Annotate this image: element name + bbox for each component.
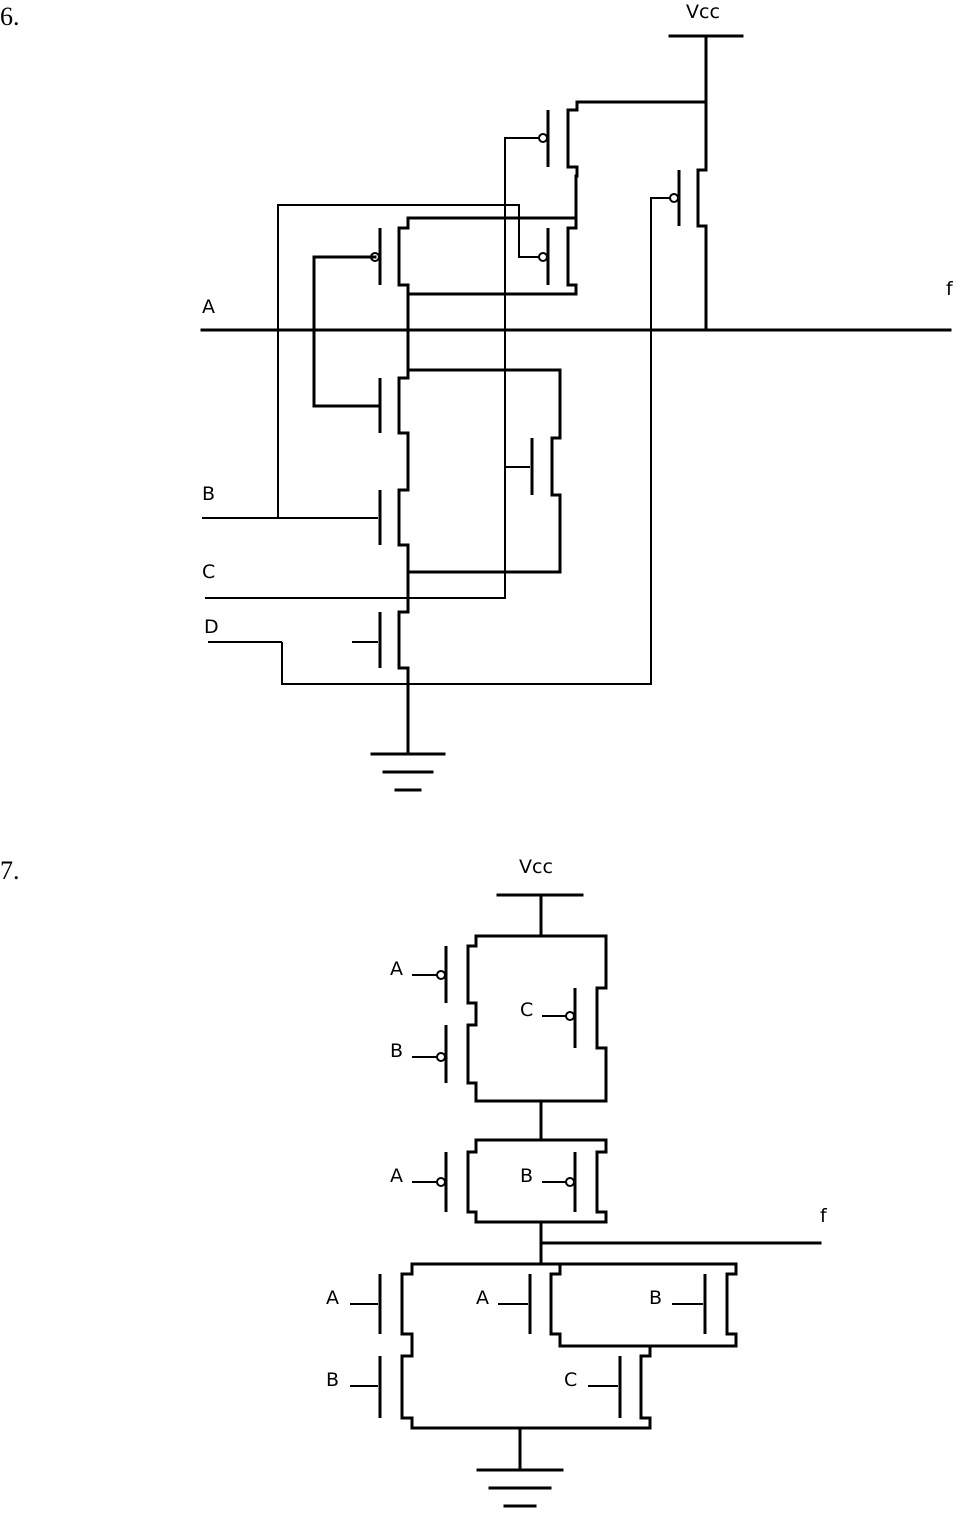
c7-pmos-a2	[466, 1138, 478, 1224]
c6-pmos-a	[397, 216, 578, 332]
c7-pmos-a1-bubble	[436, 970, 446, 980]
problem-6-number: 6.	[0, 2, 20, 31]
c7-pmos-a1	[466, 934, 478, 1103]
circuit-7: Vcc f A B C A B A A B B C	[326, 856, 828, 1508]
c7-block1-rails	[474, 934, 608, 1103]
c7-nmos-b1	[558, 1262, 738, 1348]
c7-pmos-b2-bubble	[565, 1177, 575, 1187]
c7-pmos-b1-label: B	[390, 1040, 403, 1062]
c7-output-node	[539, 1220, 822, 1266]
c6-nmos-c	[406, 368, 562, 574]
c7-nmos-b2-label: B	[326, 1369, 339, 1391]
c7-nmos-c	[639, 1344, 652, 1430]
c7-pmos-c-label: C	[520, 999, 533, 1021]
c6-input-a-gates	[312, 255, 380, 408]
c6-pmos-b-input	[277, 204, 539, 518]
c7-nmos-a2	[549, 1262, 562, 1348]
c6-input-b-label: B	[202, 483, 215, 505]
c7-nmos-c-label: C	[564, 1369, 577, 1391]
c6-nmos-a	[397, 328, 410, 492]
c6-ground-symbol	[370, 752, 446, 792]
circuit-6: Vcc f A B C D	[200, 1, 954, 792]
c7-nmos-a2-label: A	[476, 1287, 489, 1309]
c7-nmos-b2	[400, 1354, 414, 1430]
c7-block2-rails	[474, 1138, 608, 1224]
c7-pmos-a1-label: A	[390, 958, 403, 980]
problem-7-number: 7.	[0, 856, 20, 885]
c7-pmos-c	[595, 934, 608, 1103]
c7-ground-symbol	[476, 1468, 564, 1508]
c6-input-d-label: D	[204, 616, 219, 638]
c7-pmos-b1-bubble	[436, 1052, 446, 1062]
c6-input-c-label: C	[202, 561, 215, 583]
c6-input-a-label: A	[202, 296, 215, 318]
c7-output-label: f	[820, 1205, 828, 1227]
c7-vcc-label: Vcc	[519, 856, 553, 878]
c6-nmos-b	[397, 488, 410, 574]
c7-pmos-b2-label: B	[520, 1165, 533, 1187]
c6-pmos-b-bubble	[538, 252, 548, 262]
c6-vcc-label: Vcc	[686, 1, 720, 23]
c7-vcc-rail	[496, 893, 584, 938]
c6-pmos-b	[406, 216, 578, 296]
c6-pmos-d-input	[208, 197, 670, 685]
c6-nmos-d	[397, 570, 410, 754]
c7-pmos-a2-bubble	[436, 1177, 446, 1187]
c7-pmos-a2-label: A	[390, 1165, 403, 1187]
c7-nmos-b1-label: B	[649, 1287, 662, 1309]
c6-vcc-rail	[668, 34, 744, 104]
c7-pulldown-bottom-rail	[410, 1426, 652, 1472]
c6-pmos-d	[696, 100, 708, 332]
c6-pmos-c-bubble	[538, 133, 548, 143]
c7-nmos-a1-label: A	[326, 1287, 339, 1309]
c6-pmos-c-input	[205, 137, 539, 599]
c6-pmos-c	[566, 100, 708, 220]
c6-pmos-d-bubble	[669, 193, 679, 203]
c6-output-label: f	[946, 278, 954, 300]
c7-nmos-a1	[400, 1262, 414, 1358]
c7-pmos-b2	[595, 1138, 608, 1224]
c7-pmos-c-bubble	[565, 1011, 575, 1021]
